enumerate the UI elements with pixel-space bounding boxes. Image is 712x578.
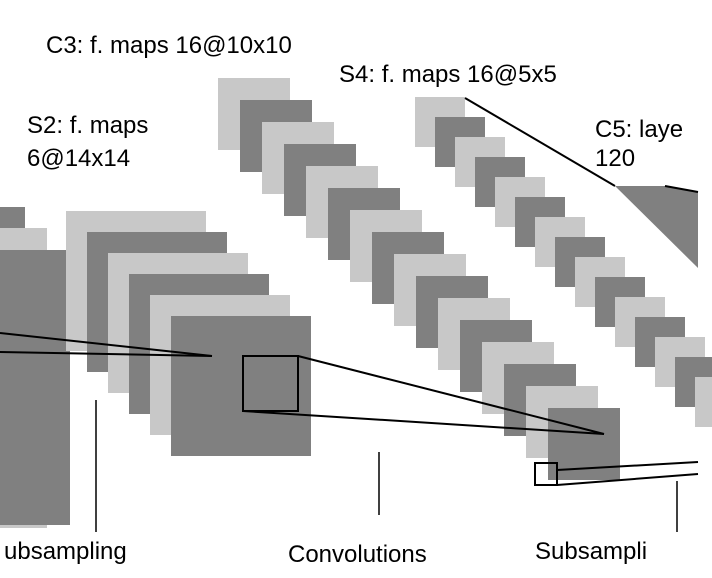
c3-to-s4-line-top xyxy=(556,461,699,471)
op-convolutions-label: Convolutions xyxy=(288,541,427,568)
s4-feature-maps xyxy=(415,97,712,427)
s2-receptive-field xyxy=(242,355,299,412)
operation-pointers xyxy=(95,400,678,532)
s2-to-c3-line-top xyxy=(297,355,605,435)
s4-to-c5-line-right xyxy=(664,185,699,193)
c5-layer xyxy=(615,186,698,268)
c1-to-s2-line-top xyxy=(0,332,213,357)
c1-map-3 xyxy=(0,250,70,525)
c1-to-s2-line-bottom xyxy=(0,351,213,357)
s2-feature-maps xyxy=(66,211,311,456)
connection-lines xyxy=(0,97,699,486)
s4-label: S4: f. maps 16@5x5 xyxy=(339,61,557,88)
c3-to-s4-line-bottom xyxy=(556,473,699,486)
op-subsampling-left-label: ubsampling xyxy=(4,538,127,565)
op-subsampling-right-label: Subsampli xyxy=(535,538,647,565)
c5-label-line2: 120 xyxy=(595,145,635,172)
s2-map-6 xyxy=(171,316,311,456)
c5-layer-shape xyxy=(615,186,698,268)
c5-label-line1: C5: laye xyxy=(595,116,683,143)
s4-to-c5-line-top xyxy=(464,97,616,187)
s2-label-line1: S2: f. maps xyxy=(27,112,148,139)
c3-feature-maps xyxy=(218,78,620,480)
s2-to-c3-line-bottom xyxy=(242,410,605,435)
s4-map-15 xyxy=(695,377,712,427)
c1-feature-maps xyxy=(0,207,70,528)
s2-label-line2: 6@14x14 xyxy=(27,145,130,172)
c3-receptive-field xyxy=(534,462,558,486)
c3-label: C3: f. maps 16@10x10 xyxy=(46,32,292,59)
